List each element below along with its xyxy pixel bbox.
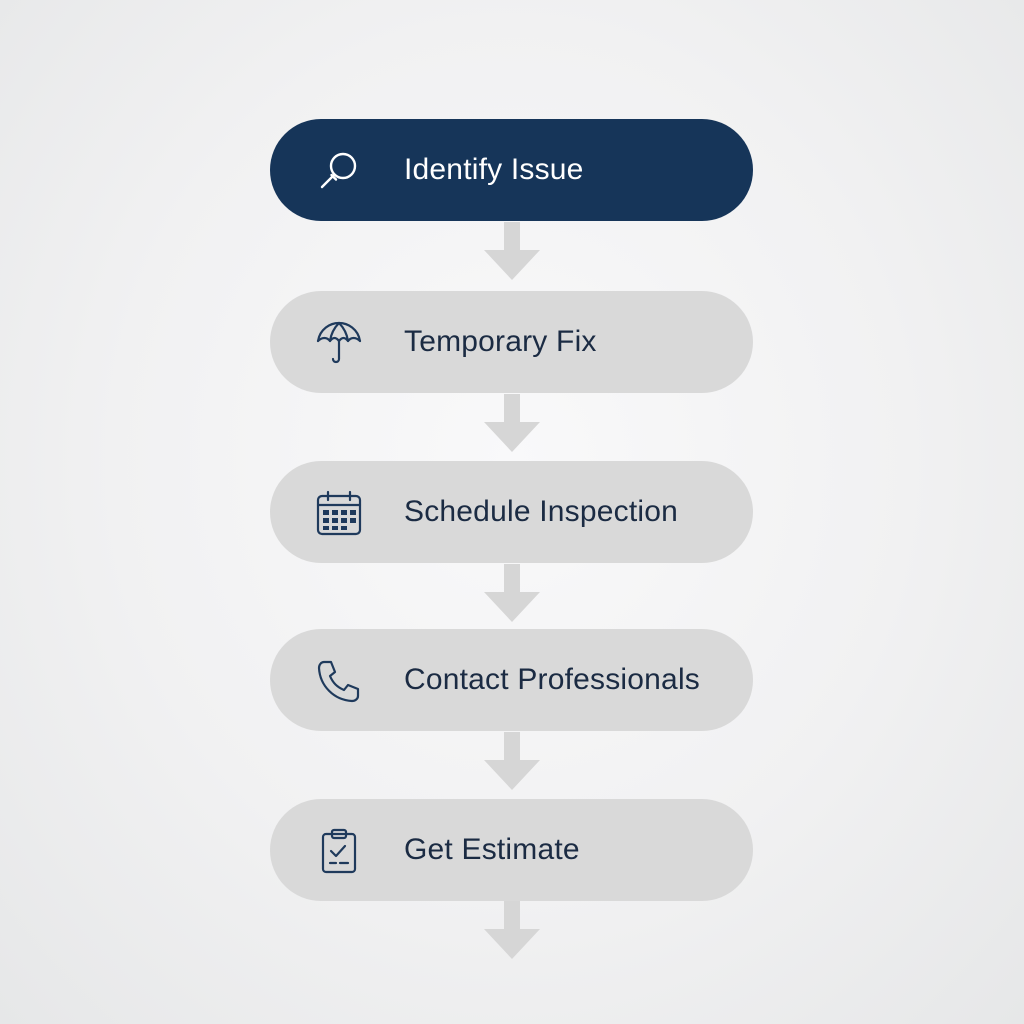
arrow-down-icon [484, 732, 540, 790]
step-label: Schedule Inspection [404, 495, 678, 528]
arrow-down-icon [484, 222, 540, 280]
step-label: Contact Professionals [404, 663, 701, 696]
magnifier-icon [314, 146, 364, 196]
step-label: Identify Issue [404, 153, 584, 186]
clipboard-check-icon [314, 826, 364, 876]
step-contact-professionals[interactable]: Contact Professionals [270, 629, 753, 731]
step-identify-issue[interactable]: Identify Issue [270, 119, 753, 221]
arrow-down-icon [484, 564, 540, 622]
arrow-down-icon [484, 394, 540, 452]
step-temporary-fix[interactable]: Temporary Fix [270, 291, 753, 393]
step-get-estimate[interactable]: Get Estimate [270, 799, 753, 901]
step-label: Get Estimate [404, 833, 580, 866]
step-schedule-inspection[interactable]: Schedule Inspection [270, 461, 753, 563]
umbrella-icon [314, 318, 364, 368]
calendar-icon [314, 488, 364, 538]
arrow-down-icon [484, 901, 540, 959]
step-label: Temporary Fix [404, 325, 597, 358]
phone-icon [314, 656, 364, 706]
